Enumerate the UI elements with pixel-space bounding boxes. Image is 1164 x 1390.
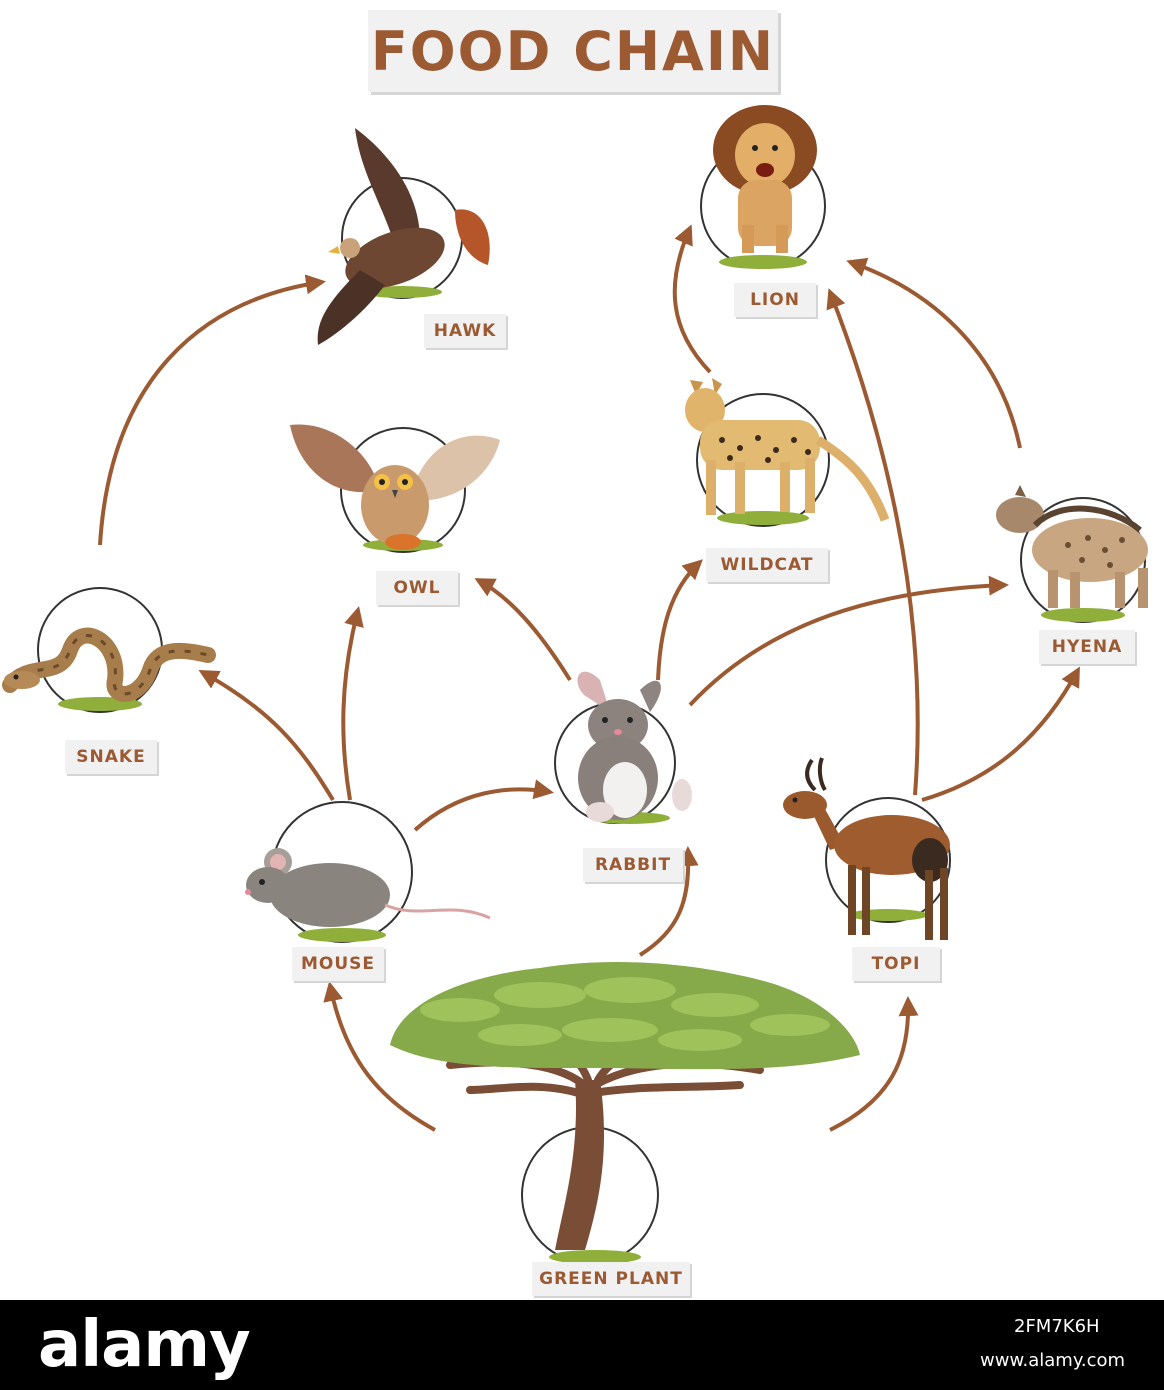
label-topi: TOPI [852,947,940,981]
arrow-mouse-to-owl [341,606,364,801]
page-title: FOOD CHAIN [370,19,776,83]
lion-grass [719,255,807,269]
snake-illustration [2,627,216,702]
arrow-mouse-to-rabbit [413,779,554,832]
diagram-graphics [2,105,1148,1264]
hyena-grass [1041,608,1125,622]
arrow-rabbit-to-owl [474,578,572,682]
hawk-grass [362,286,442,298]
topi-illustration [783,757,950,940]
label-mouse: MOUSE [292,947,384,981]
label-lion: LION [734,283,816,317]
arrow-topi-to-hyena [921,666,1080,802]
arrow-wildcat-to-lion [672,224,712,374]
mouse-grass [298,928,386,942]
rabbit-illustration [577,671,692,822]
tree-illustration [390,961,860,1250]
arrow-plant-to-topi [829,996,919,1132]
arrow-topi-to-lion [826,288,920,796]
hyena-illustration [996,485,1148,608]
footer-logo: alamy [38,1308,251,1382]
label-owl: OWL [376,571,458,605]
topi-grass [848,909,928,921]
arrow-plant-to-rabbit [638,846,699,957]
plant-grass [549,1250,641,1264]
arrow-snake-to-hawk [98,274,326,546]
lion-illustration [713,105,817,253]
mouse-illustration [245,848,491,927]
footer-image-id: 2FM7K6H [1014,1316,1100,1337]
label-wildcat: WILDCAT [706,548,828,582]
arrow-mouse-to-snake [198,670,335,802]
arrow-rabbit-to-wildcat [656,559,703,681]
food-chain-diagram: FOOD CHAIN HAWK LION OWL WILDCAT SNAKE H… [2,10,1148,1296]
arrow-plant-to-mouse [323,981,436,1132]
wildcat-grass [717,511,809,525]
label-hyena: HYENA [1039,630,1135,664]
owl-illustration [290,424,500,550]
footer-bar: alamy 2FM7K6H www.alamy.com [0,1300,1164,1390]
label-hawk: HAWK [424,314,506,348]
footer-url: www.alamy.com [980,1350,1126,1371]
wildcat-illustration [685,378,890,522]
label-rabbit: RABBIT [583,848,683,882]
hawk-illustration [317,128,490,345]
arrow-rabbit-to-hyena [688,575,1009,707]
label-snake: SNAKE [65,740,157,774]
title-card: FOOD CHAIN [368,10,778,92]
label-green-plant: GREEN PLANT [532,1262,690,1296]
arrow-hyena-to-lion [846,257,1022,449]
